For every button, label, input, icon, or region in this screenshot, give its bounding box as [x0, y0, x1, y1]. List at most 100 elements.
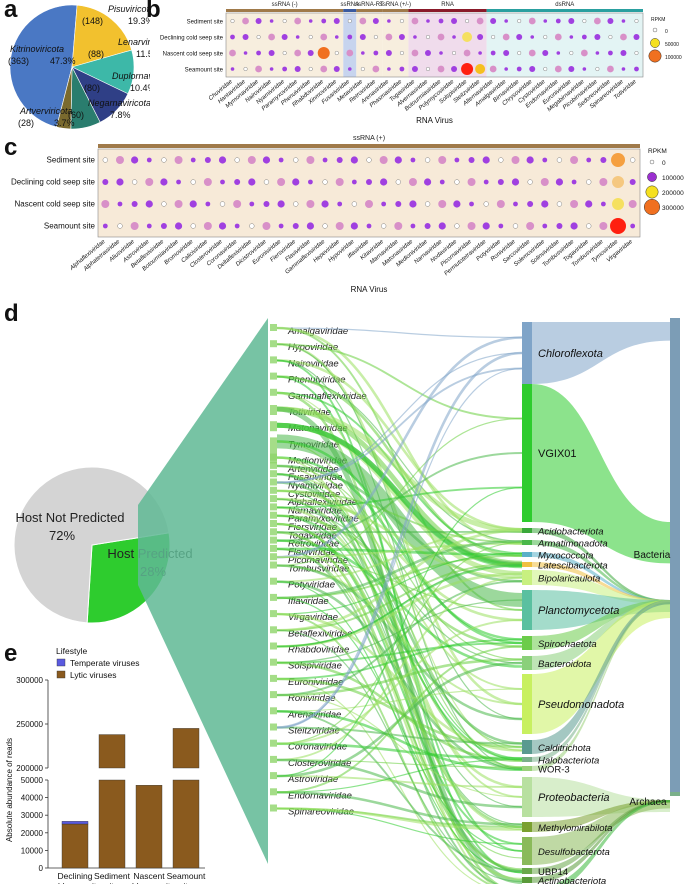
virus-node-33 [270, 755, 277, 763]
virus-node-18 [270, 536, 277, 544]
bubble-0-19 [476, 17, 484, 25]
bubble-0-16 [438, 18, 444, 24]
bubble-3-24 [454, 223, 460, 229]
sankey-link-31-0 [276, 726, 523, 745]
bubble-2-26 [569, 51, 574, 56]
panel-label-d: d [4, 300, 19, 327]
bubble-3-26 [482, 222, 490, 230]
pie-pct-not-predicted: 72% [49, 528, 75, 543]
domain-label-archaea: Archaea [629, 797, 667, 808]
bubble-3-18 [461, 63, 474, 75]
bubble-0-29 [607, 18, 614, 24]
bubble-0-19 [379, 156, 388, 164]
bar-lytic-lower-1 [98, 779, 126, 869]
bubble-1-15 [322, 179, 328, 185]
sankey-link-9-2 [276, 464, 523, 583]
virus-node-28 [270, 674, 277, 682]
sankey-link-34-0 [276, 775, 523, 788]
bubble-2-14 [411, 49, 419, 57]
sankey-link-28-1 [276, 677, 523, 749]
virus-label-25: Betaflexiviridae [288, 628, 352, 639]
pie-slice-5 [56, 66, 73, 130]
virus-node-20 [270, 553, 277, 561]
bubble-1-0 [102, 179, 109, 185]
virus-node-2 [270, 356, 277, 364]
bubble-3-27 [582, 67, 587, 71]
virus-node-10 [270, 470, 277, 478]
bubble-3-15 [425, 66, 430, 71]
y-axis-label: Absolute abundance of reads [5, 738, 14, 842]
sankey-link-22-1 [276, 580, 523, 770]
bubble-2-16 [439, 51, 443, 55]
bubble-2-0 [229, 49, 236, 57]
virus-label-2: Nairoviridae [288, 358, 339, 369]
bubble-2-32 [570, 200, 579, 208]
group-label-3: ssRNA (+/-) [380, 2, 411, 8]
bubble-3-6 [308, 66, 313, 71]
host-node-5 [522, 562, 532, 567]
virus-node-35 [270, 788, 277, 796]
bubble-1-27 [581, 34, 587, 40]
bubble-1-16 [335, 178, 344, 186]
bubble-0-14 [306, 156, 315, 164]
bubble-2-3 [268, 50, 275, 56]
sankey-link-23-2 [276, 554, 523, 599]
bubble-2-5 [294, 49, 302, 57]
bubble-0-10 [359, 17, 367, 25]
bubble-0-0 [102, 157, 108, 163]
bubble-2-20 [490, 50, 496, 56]
bubble-1-1 [116, 178, 124, 186]
legend-swatch-1 [647, 172, 657, 182]
virus-node-16 [270, 520, 277, 527]
bubble-1-30 [620, 33, 627, 41]
host-node-14 [522, 777, 532, 817]
bubble-0-4 [161, 157, 167, 163]
sankey-link-30-1 [276, 710, 523, 872]
group-bar-0 [226, 9, 344, 12]
bubble-2-3 [145, 200, 153, 208]
legend-label-2: 200000 [662, 190, 684, 197]
y-tick-label-upper-2: 200000 [16, 764, 43, 773]
panel-label-e: e [4, 640, 18, 667]
x-tick-label-0-b: cold seep site [49, 881, 101, 884]
y-tick-label-lower-5: 0 [39, 864, 44, 873]
virus-node-3 [270, 372, 277, 380]
bubble-2-12 [277, 200, 285, 208]
host-node-17 [522, 868, 532, 874]
bubble-1-23 [530, 35, 535, 39]
bubble-1-29 [608, 35, 613, 40]
bubble-2-36 [628, 200, 637, 208]
bubble-1-11 [373, 35, 378, 40]
group-label-5: dsRNA [555, 2, 574, 8]
bubble-1-3 [268, 33, 276, 41]
host-node-18 [522, 877, 532, 883]
bubble-2-34 [600, 201, 606, 207]
host-node-15 [522, 822, 532, 832]
bubble-1-17 [351, 179, 357, 185]
bubble-2-27 [496, 200, 505, 208]
bubble-3-17 [350, 222, 358, 230]
bubble-2-25 [556, 51, 561, 55]
bubble-3-22 [424, 223, 431, 229]
bubble-2-9 [233, 200, 242, 208]
pie-label-2: Lenarviricota [118, 37, 150, 47]
bubble-0-5 [174, 156, 183, 164]
group-bg-1 [343, 13, 357, 77]
sankey-link-19-2 [276, 548, 523, 859]
bubble-0-1 [242, 17, 249, 25]
bubble-0-18 [465, 19, 470, 24]
bubble-2-23 [528, 49, 536, 57]
site-label-2: Nascent cold seep site [163, 52, 224, 58]
bubble-3-1 [117, 223, 123, 229]
bubble-1-24 [543, 35, 548, 40]
bubble-0-24 [454, 157, 460, 163]
bubble-0-12 [278, 157, 284, 163]
bubble-0-21 [504, 19, 508, 23]
virus-label-34: Astroviridae [287, 774, 338, 785]
bubble-1-4 [281, 34, 288, 40]
host-label-4: Myxococcota [538, 551, 593, 562]
bubble-3-26 [568, 66, 575, 72]
